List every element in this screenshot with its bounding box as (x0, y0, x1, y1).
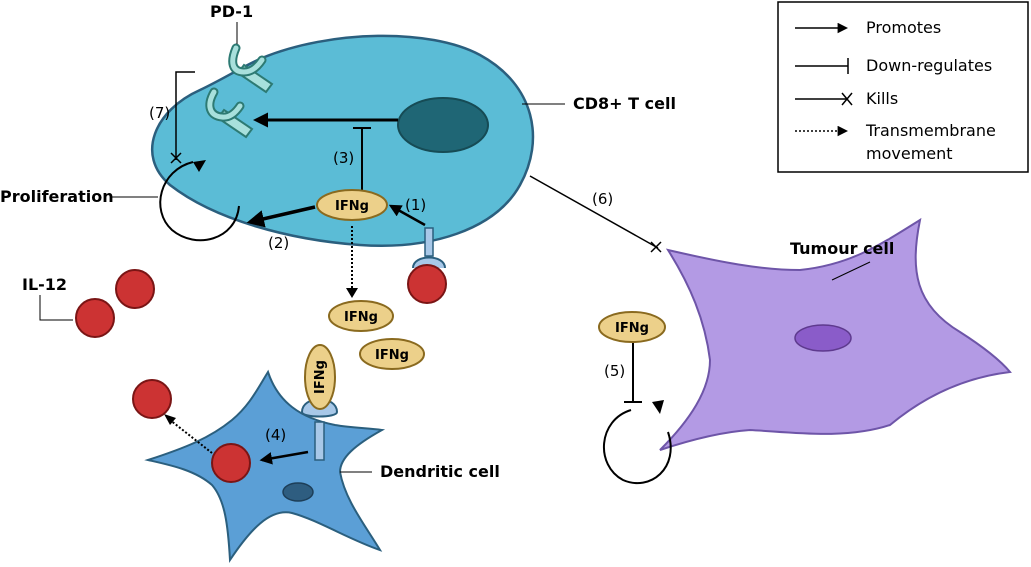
il12-molecule-2 (75, 298, 115, 338)
ifng-intracellular: IFNg (316, 189, 388, 221)
legend-kills-x2 (841, 92, 853, 106)
legend-transmembrane-1: Transmembrane (865, 121, 996, 140)
step3-label: (3) (333, 149, 354, 167)
dendritic-cell (144, 369, 386, 564)
il12-leader-line (39, 295, 73, 321)
step4-label: (4) (265, 426, 286, 444)
step1-arrow (388, 204, 426, 227)
il12-secretion-arrowhead (164, 414, 176, 425)
ifng-extracellular-2: IFNg (359, 338, 425, 370)
proliferation-label: Proliferation (0, 187, 114, 206)
legend-downregulates: Down-regulates (866, 56, 992, 75)
cd8-label: CD8+ T cell (573, 94, 676, 113)
il12-dendritic (211, 443, 251, 483)
cd8-t-cell (151, 34, 535, 247)
step5-label: (5) (604, 362, 625, 380)
step6-label: (6) (592, 190, 613, 208)
ifng-tumour: IFNg (598, 311, 666, 343)
tcell-proliferation-cycle (159, 161, 240, 242)
proliferation-arrowhead (193, 160, 206, 172)
dendritic-label: Dendritic cell (380, 462, 500, 481)
il12-label: IL-12 (22, 275, 67, 294)
ifng-extracellular-1: IFNg (328, 300, 394, 332)
ifng-label: IFNg (344, 310, 378, 325)
step7-label: (7) (149, 104, 170, 122)
t-cell-nucleus (397, 97, 489, 153)
tumour-label: Tumour cell (790, 239, 894, 258)
ifng-secretion-arrowhead (346, 288, 358, 298)
pd1-label: PD-1 (210, 2, 253, 21)
step2-label: (2) (268, 234, 289, 252)
step2-arrow (246, 205, 316, 228)
tumour-nucleus (794, 324, 852, 352)
legend-kills: Kills (866, 89, 898, 108)
step7-bracket (175, 71, 195, 160)
step6-x2 (650, 241, 662, 253)
legend-transmembrane-2: movement (866, 144, 953, 163)
tumour-cell (659, 217, 1012, 451)
legend: Promotes Down-regulates Kills Transmembr… (777, 1, 1029, 173)
step6-kill-line (529, 175, 659, 249)
il12-secreted (132, 379, 172, 419)
pd1-receptor-bottom (205, 87, 254, 139)
il12-molecule-1 (115, 269, 155, 309)
pd1-receptor-top (228, 43, 274, 94)
ifng-label: IFNg (615, 321, 649, 336)
tumour-cycle-arrowhead (652, 400, 664, 414)
ifng-label: IFNg (375, 348, 409, 363)
legend-promotes: Promotes (866, 18, 941, 37)
tumour-proliferation-cycle (602, 409, 672, 485)
ifng-label: IFNg (335, 199, 369, 214)
ifng-label: IFNg (313, 360, 328, 394)
tcell-il12-receptor (407, 227, 447, 304)
dendritic-ifng-receptor: IFNg (300, 344, 339, 461)
step7-x2 (170, 152, 182, 164)
step4-arrow (259, 450, 309, 465)
dendritic-nucleus (282, 482, 314, 502)
il12-secretion-dotted (169, 419, 213, 454)
legend-box (777, 1, 1029, 173)
tumour-leader-line (831, 261, 871, 281)
step1-label: (1) (405, 196, 426, 214)
t-cell-body (151, 34, 535, 247)
